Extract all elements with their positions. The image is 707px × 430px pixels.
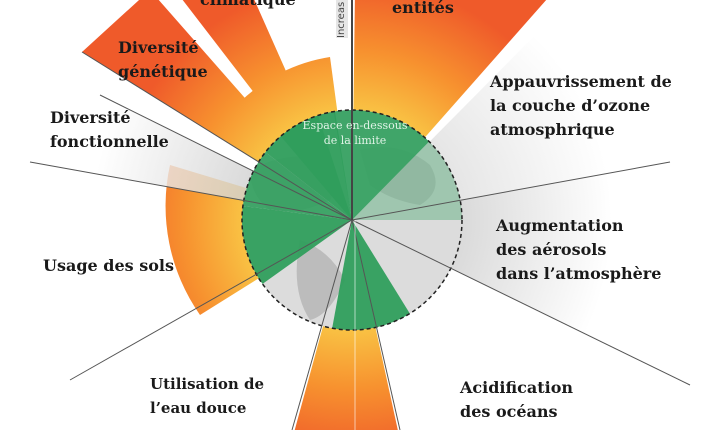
label-novel-entities: entités [392, 0, 454, 17]
label-ozone: Appauvrissement de la couche d’ozone atm… [490, 72, 672, 139]
center-label: Espace en-dessous de la limite [302, 119, 408, 147]
boundary-circle [241, 109, 463, 331]
label-aerosols: Augmentation des aérosols dans l’atmosph… [496, 216, 662, 283]
label-genetic-diversity: Diversité génétique [118, 38, 208, 81]
label-ocean-acidification: Acidification des océans [460, 378, 574, 421]
label-freshwater: Utilisation de l’eau douce [150, 375, 265, 417]
label-land-use: Usage des sols [43, 256, 174, 275]
label-climate: climatique [200, 0, 296, 12]
label-functional-diversity: Diversité fonctionnelle [50, 108, 169, 151]
wedge-novel-entities [352, 0, 547, 220]
sector-lines [29, 51, 691, 430]
increasing-risk-label: Increas [336, 0, 348, 38]
